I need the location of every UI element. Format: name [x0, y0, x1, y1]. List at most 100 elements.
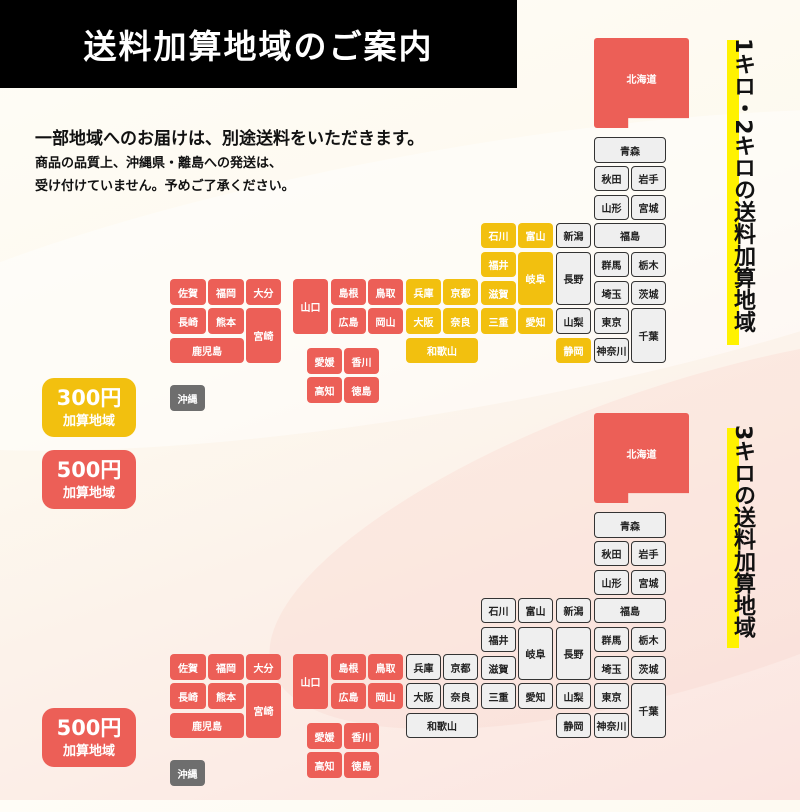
legend-label: 加算地域 [62, 485, 115, 501]
prefecture-tile: 香川 [344, 348, 379, 374]
legend-500-yen-bottom: 500円 加算地域 [42, 708, 136, 767]
prefecture-tile: 鳥取 [368, 654, 403, 680]
prefecture-tile: 茨城 [631, 656, 666, 680]
prefecture-tile: 沖縄 [170, 385, 205, 411]
prefecture-tile: 千葉 [631, 308, 666, 363]
prefecture-tile: 岩手 [631, 166, 666, 191]
highlight-bar [727, 428, 739, 648]
prefecture-tile: 和歌山 [406, 338, 478, 363]
prefecture-tile: 山形 [594, 570, 629, 595]
prefecture-tile: 島根 [331, 279, 366, 305]
prefecture-tile: 大阪 [406, 308, 441, 334]
prefecture-tile: 宮城 [631, 195, 666, 220]
prefecture-tile: 栃木 [631, 252, 666, 277]
prefecture-tile: 兵庫 [406, 654, 441, 680]
prefecture-tile: 京都 [443, 279, 478, 305]
prefecture-tile: 宮城 [631, 570, 666, 595]
prefecture-tile: 長崎 [170, 308, 206, 334]
prefecture-tile: 静岡 [556, 338, 591, 363]
prefecture-tile: 長崎 [170, 683, 206, 709]
prefecture-tile: 広島 [331, 683, 366, 709]
prefecture-tile: 青森 [594, 512, 666, 538]
prefecture-tile: 佐賀 [170, 279, 206, 305]
prefecture-tile: 神奈川 [594, 338, 629, 363]
prefecture-tile: 三重 [481, 683, 516, 709]
legend-price: 500円 [56, 457, 122, 482]
prefecture-tile: 佐賀 [170, 654, 206, 680]
prefecture-tile: 岩手 [631, 541, 666, 566]
prefecture-tile: 鹿児島 [170, 338, 244, 363]
prefecture-tile: 愛媛 [307, 723, 342, 749]
prefecture-tile: 長野 [556, 627, 591, 680]
prefecture-tile: 福岡 [208, 654, 244, 680]
highlight-bar [727, 40, 739, 345]
prefecture-tile: 愛媛 [307, 348, 342, 374]
page-title: 送料加算地域のご案内 [0, 0, 517, 88]
prefecture-tile: 埼玉 [594, 281, 629, 305]
prefecture-tile: 沖縄 [170, 760, 205, 786]
prefecture-tile: 栃木 [631, 627, 666, 652]
prefecture-tile: 新潟 [556, 598, 591, 623]
prefecture-tile: 東京 [594, 683, 629, 709]
prefecture-tile: 岐阜 [518, 627, 553, 680]
prefecture-tile: 静岡 [556, 713, 591, 738]
legend-500-yen: 500円 加算地域 [42, 450, 136, 509]
prefecture-tile: 徳島 [344, 377, 379, 403]
prefecture-tile: 大阪 [406, 683, 441, 709]
legend-label: 加算地域 [62, 743, 115, 759]
notice-sub-1: 商品の品質上、沖縄県・離島への発送は、 [35, 156, 283, 171]
prefecture-tile: 愛知 [518, 683, 553, 709]
prefecture-tile: 福島 [594, 598, 666, 623]
prefecture-tile: 徳島 [344, 752, 379, 778]
prefecture-tile: 神奈川 [594, 713, 629, 738]
prefecture-tile: 長野 [556, 252, 591, 305]
prefecture-tile: 大分 [246, 279, 281, 305]
prefecture-tile: 山梨 [556, 683, 591, 709]
prefecture-tile: 岡山 [368, 683, 403, 709]
prefecture-tile: 秋田 [594, 166, 629, 191]
prefecture-tile: 埼玉 [594, 656, 629, 680]
notice-main: 一部地域へのお届けは、別途送料をいただきます。 [35, 129, 425, 149]
prefecture-tile: 北海道 [594, 413, 689, 503]
prefecture-tile: 群馬 [594, 627, 629, 652]
prefecture-tile: 大分 [246, 654, 281, 680]
prefecture-tile: 宮崎 [246, 683, 281, 738]
prefecture-tile: 山口 [293, 279, 328, 334]
prefecture-tile: 三重 [481, 308, 516, 334]
prefecture-tile: 香川 [344, 723, 379, 749]
prefecture-tile: 石川 [481, 598, 516, 623]
prefecture-tile: 岡山 [368, 308, 403, 334]
prefecture-tile: 東京 [594, 308, 629, 334]
prefecture-tile: 福島 [594, 223, 666, 248]
prefecture-tile: 石川 [481, 223, 516, 248]
prefecture-tile: 滋賀 [481, 656, 516, 680]
prefecture-tile: 高知 [307, 377, 342, 403]
prefecture-tile: 和歌山 [406, 713, 478, 738]
prefecture-tile: 山梨 [556, 308, 591, 334]
prefecture-tile: 福井 [481, 627, 516, 652]
prefecture-tile: 千葉 [631, 683, 666, 738]
prefecture-tile: 秋田 [594, 541, 629, 566]
prefecture-tile: 熊本 [208, 683, 244, 709]
prefecture-tile: 高知 [307, 752, 342, 778]
prefecture-tile: 滋賀 [481, 281, 516, 305]
prefecture-tile: 富山 [518, 223, 553, 248]
legend-label: 加算地域 [62, 413, 115, 429]
prefecture-tile: 群馬 [594, 252, 629, 277]
prefecture-tile: 京都 [443, 654, 478, 680]
prefecture-tile: 熊本 [208, 308, 244, 334]
prefecture-tile: 福岡 [208, 279, 244, 305]
prefecture-tile: 山口 [293, 654, 328, 709]
prefecture-tile: 島根 [331, 654, 366, 680]
prefecture-tile: 青森 [594, 137, 666, 163]
prefecture-tile: 富山 [518, 598, 553, 623]
prefecture-tile: 奈良 [443, 308, 478, 334]
prefecture-tile: 宮崎 [246, 308, 281, 363]
prefecture-tile: 兵庫 [406, 279, 441, 305]
legend-300-yen: 300円 加算地域 [42, 378, 136, 437]
prefecture-tile: 福井 [481, 252, 516, 277]
notice-sub-2: 受け付けていません。予めご了承ください。 [35, 179, 295, 194]
prefecture-tile: 愛知 [518, 308, 553, 334]
prefecture-tile: 広島 [331, 308, 366, 334]
map-bottom-title: 3キロの送料加算地域 [730, 425, 755, 639]
